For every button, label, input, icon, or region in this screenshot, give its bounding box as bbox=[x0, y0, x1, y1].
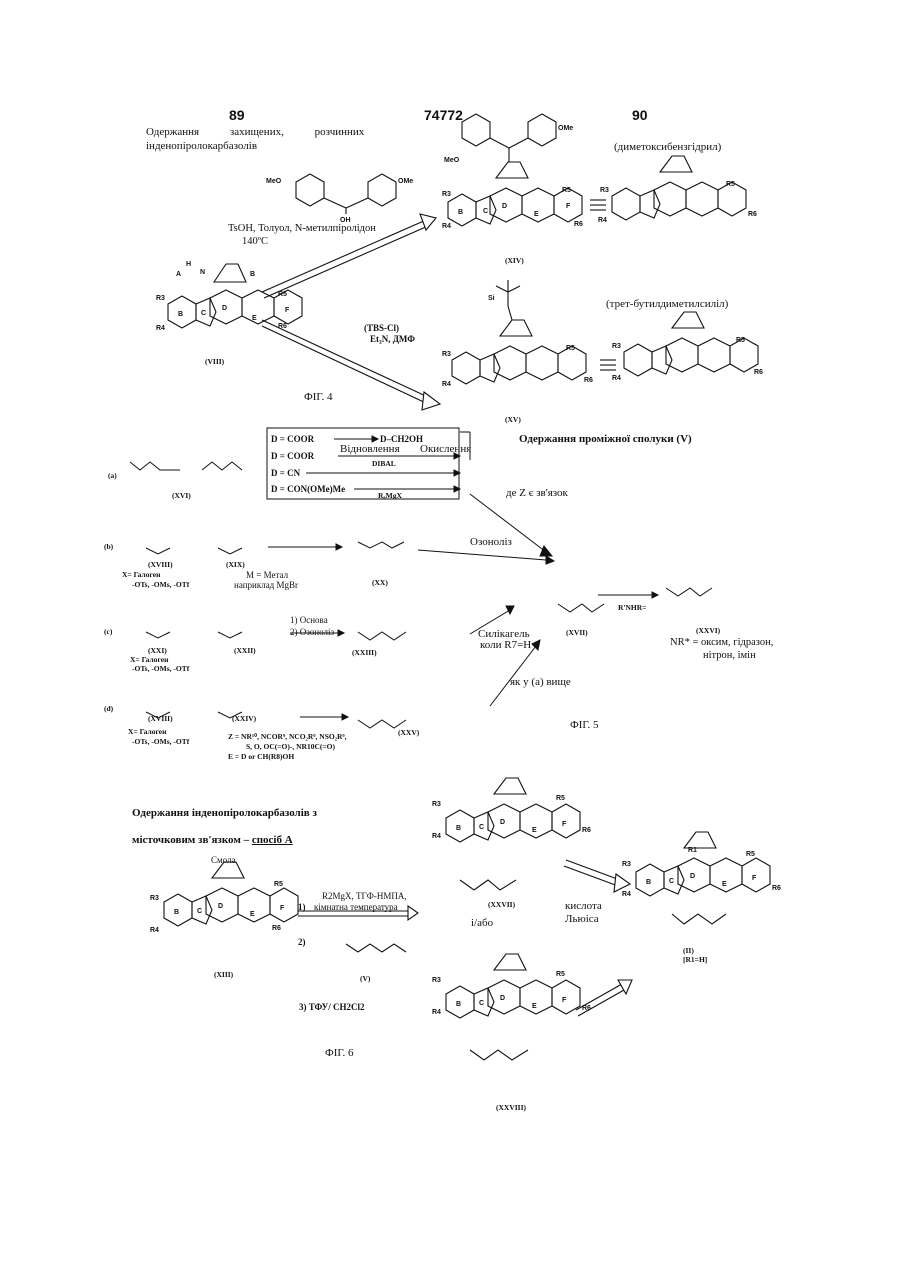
svg-text:C: C bbox=[197, 908, 202, 915]
svg-text:D: D bbox=[690, 873, 695, 880]
fig6-and-or: і/або bbox=[471, 917, 493, 930]
fig6-step1-number: 1) bbox=[298, 902, 306, 912]
compound-xiii: (XIII) bbox=[214, 970, 233, 979]
svg-text:R4: R4 bbox=[622, 891, 631, 898]
fig6-step2-number: 2) bbox=[298, 937, 306, 947]
fig6-lewis-1: кислота bbox=[565, 900, 602, 913]
fig6-resin: Смола bbox=[211, 855, 236, 865]
svg-text:C: C bbox=[669, 878, 674, 885]
svg-text:R5: R5 bbox=[556, 795, 565, 802]
svg-text:D: D bbox=[500, 995, 505, 1002]
fig6-caption: ФІГ. 6 bbox=[325, 1047, 353, 1059]
svg-text:R4: R4 bbox=[432, 833, 441, 840]
svg-text:R3: R3 bbox=[432, 801, 441, 808]
svg-text:C: C bbox=[479, 824, 484, 831]
svg-text:R6: R6 bbox=[582, 827, 591, 834]
svg-text:R1: R1 bbox=[688, 847, 697, 854]
fig6-step3: 3) ТФУ/ CH2Cl2 bbox=[299, 1002, 364, 1012]
compound-xxviii: (XXVIII) bbox=[496, 1103, 526, 1112]
svg-text:B: B bbox=[646, 879, 651, 886]
svg-text:D: D bbox=[500, 819, 505, 826]
svg-text:E: E bbox=[532, 1003, 537, 1010]
compound-ii-note: [R1=H] bbox=[683, 955, 707, 964]
svg-text:R5: R5 bbox=[746, 851, 755, 858]
fig6-step1-reagent: R2MgX, ТГФ-НМПА, bbox=[322, 891, 407, 901]
svg-text:F: F bbox=[562, 821, 567, 828]
svg-text:E: E bbox=[250, 911, 255, 918]
fig6-lewis-2: Льюіса bbox=[565, 913, 599, 926]
svg-text:R3: R3 bbox=[622, 861, 631, 868]
svg-text:R3: R3 bbox=[432, 977, 441, 984]
svg-text:R6: R6 bbox=[582, 1005, 591, 1012]
compound-v: (V) bbox=[360, 974, 370, 983]
svg-text:B: B bbox=[456, 1001, 461, 1008]
svg-text:R4: R4 bbox=[432, 1009, 441, 1016]
svg-text:F: F bbox=[752, 875, 757, 882]
fig6-step1-conditions: кімнатна температура bbox=[314, 902, 398, 912]
compound-ii: (II) bbox=[683, 946, 694, 955]
svg-text:R4: R4 bbox=[150, 927, 159, 934]
svg-text:R6: R6 bbox=[272, 925, 281, 932]
svg-text:D: D bbox=[218, 903, 223, 910]
svg-text:E: E bbox=[722, 881, 727, 888]
svg-text:B: B bbox=[174, 909, 179, 916]
svg-text:R5: R5 bbox=[556, 971, 565, 978]
svg-text:F: F bbox=[280, 905, 285, 912]
svg-text:E: E bbox=[532, 827, 537, 834]
svg-text:R3: R3 bbox=[150, 895, 159, 902]
svg-text:R6: R6 bbox=[772, 885, 781, 892]
svg-text:B: B bbox=[456, 825, 461, 832]
svg-text:C: C bbox=[479, 1000, 484, 1007]
svg-text:F: F bbox=[562, 997, 567, 1004]
compound-xxvii: (XXVII) bbox=[488, 900, 515, 909]
svg-text:R5: R5 bbox=[274, 881, 283, 888]
